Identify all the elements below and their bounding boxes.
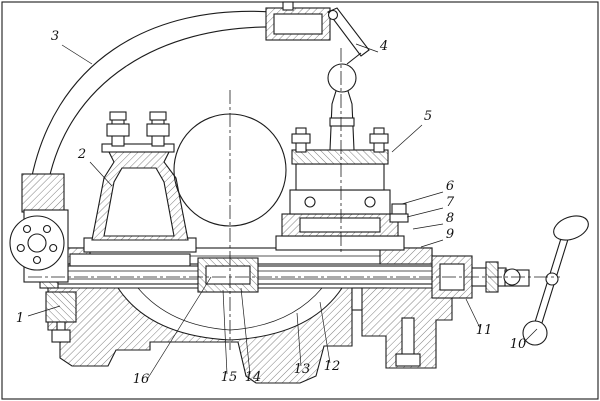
callout-leader-1 [27,305,61,317]
bracket-bolt-head [395,353,421,367]
callout-leader-10 [523,328,538,343]
centerlines [28,48,560,350]
left-flange [9,173,77,343]
callout-leader-15 [222,289,228,375]
callout-leader-11 [465,298,481,329]
callout-label-3: 3 [51,29,59,44]
callout-label-10: 10 [510,337,527,352]
callout-label-7: 7 [446,195,455,210]
callout-label-6: 6 [446,179,454,194]
callout-leader-3 [61,44,93,65]
slide-rails [39,247,473,293]
callout-label-16: 16 [133,372,150,387]
callout-leader-9 [420,239,444,248]
clamp-lever-assembly [265,1,370,151]
callout-label-11: 11 [476,323,493,338]
callout-leader-14 [240,287,251,375]
support-casting [83,111,197,253]
crank-handle [522,215,589,346]
callout-label-1: 1 [16,311,24,326]
callout-leader-7 [406,207,444,218]
callout-leader-16 [147,276,212,379]
callout-leader-8 [412,223,444,230]
callout-leader-13 [296,312,302,367]
crank-ball-bottom [522,320,548,346]
arm-hinge-bracket [21,173,65,213]
callout-label-4: 4 [379,39,388,54]
callout-leader-5 [391,124,423,153]
clamp-screw [391,203,407,215]
right-bracket [351,287,453,369]
callout-leader-4 [355,43,379,53]
callout-label-9: 9 [446,227,454,242]
ball-knob [327,63,357,93]
lead-screw [51,265,473,285]
callout-label-13: 13 [294,362,311,377]
callout-label-15: 15 [221,370,238,385]
callout-leader-2 [89,161,113,187]
callout-label-14: 14 [245,370,262,385]
clamp-stack [275,127,409,251]
callout-label-8: 8 [446,211,454,226]
callout-leader-6 [401,191,444,205]
callout-label-5: 5 [424,109,432,124]
callout-label-12: 12 [324,359,341,374]
callout-leader-12 [319,301,331,364]
lever [327,7,370,57]
crank-knob-top [553,215,589,241]
callout-label-2: 2 [77,147,86,162]
left-clamp-block [45,291,77,323]
